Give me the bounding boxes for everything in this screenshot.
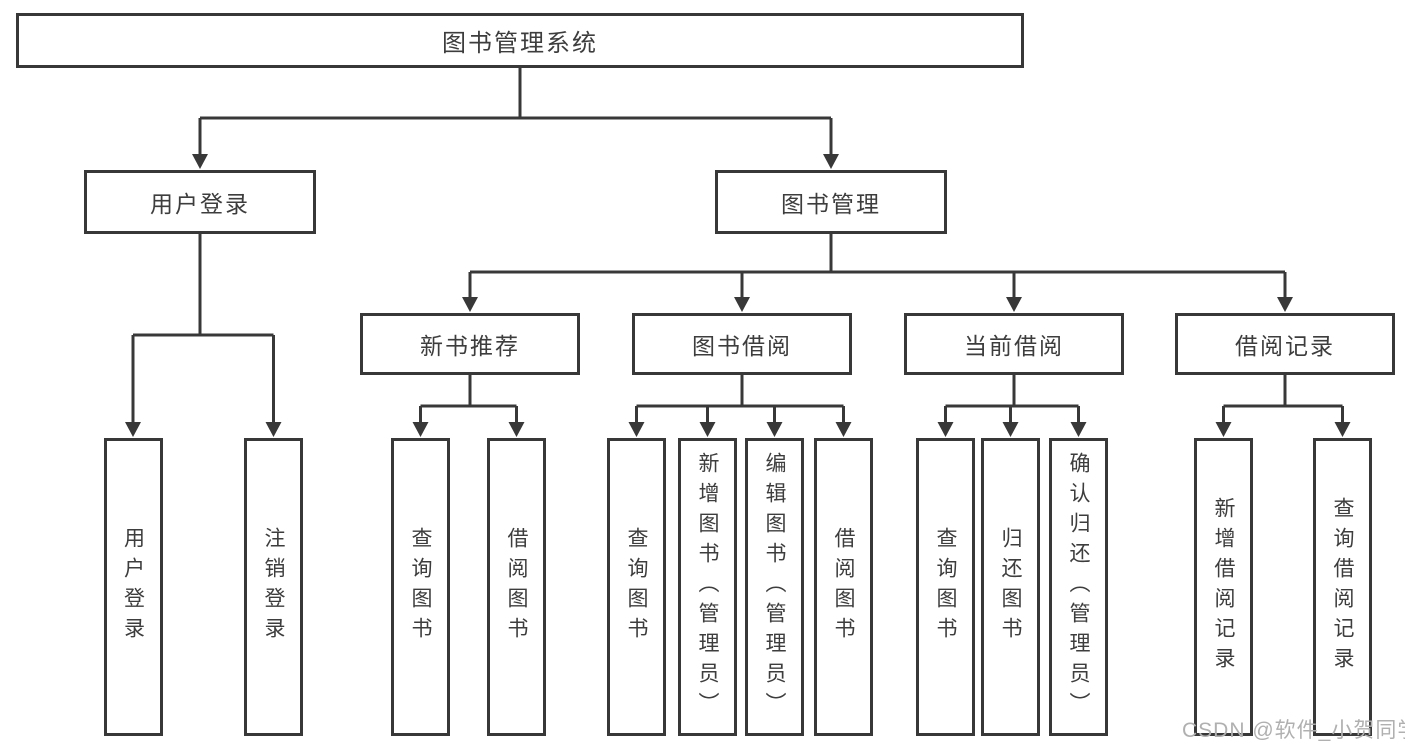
leaf-query-books-current: 查询图书 — [916, 438, 975, 736]
node-label: 借阅图书 — [505, 527, 528, 647]
node-label: 注销登录 — [262, 527, 285, 647]
node-book-management: 图书管理 — [715, 170, 947, 234]
leaf-add-books-admin: 新增图书（管理员） — [678, 438, 737, 736]
node-label: 图书借阅 — [692, 333, 792, 359]
leaf-query-borrow-record: 查询借阅记录 — [1313, 438, 1372, 736]
leaf-confirm-return-admin: 确认归还（管理员） — [1049, 438, 1108, 736]
leaf-return-books: 归还图书 — [981, 438, 1040, 736]
node-label: 查询图书 — [934, 527, 957, 647]
node-label: 查询借阅记录 — [1331, 497, 1354, 677]
node-new-book-recommend: 新书推荐 — [360, 313, 580, 375]
node-label: 借阅图书 — [832, 527, 855, 647]
node-label: 新书推荐 — [420, 333, 520, 359]
leaf-query-books-recommend: 查询图书 — [391, 438, 450, 736]
node-label: 确认归还（管理员） — [1067, 452, 1090, 722]
node-label: 编辑图书（管理员） — [763, 452, 786, 722]
leaf-user-login: 用户登录 — [103, 438, 163, 736]
node-label: 查询图书 — [625, 527, 648, 647]
node-current-borrow: 当前借阅 — [904, 313, 1124, 375]
node-label: 图书管理系统 — [442, 30, 598, 57]
node-label: 新增借阅记录 — [1212, 497, 1235, 677]
node-library-management-system: 图书管理系统 — [16, 13, 1024, 68]
node-label: 用户登录 — [150, 191, 250, 217]
node-label: 当前借阅 — [964, 333, 1064, 359]
node-label: 用户登录 — [121, 527, 145, 647]
node-label: 图书管理 — [781, 191, 881, 217]
node-borrow-records: 借阅记录 — [1175, 313, 1395, 375]
node-label: 借阅记录 — [1235, 333, 1335, 359]
leaf-edit-books-admin: 编辑图书（管理员） — [745, 438, 804, 736]
leaf-borrow-books: 借阅图书 — [814, 438, 873, 736]
node-book-borrow: 图书借阅 — [632, 313, 852, 375]
node-user-login: 用户登录 — [84, 170, 316, 234]
leaf-logout: 注销登录 — [244, 438, 303, 736]
csdn-watermark: CSDN @软件_小贺同学 — [1182, 719, 1405, 742]
node-label: 归还图书 — [999, 527, 1022, 647]
arrowheads — [125, 154, 1351, 437]
leaf-borrow-books-recommend: 借阅图书 — [487, 438, 546, 736]
node-label: 查询图书 — [409, 527, 432, 647]
node-label: 新增图书（管理员） — [696, 452, 719, 722]
leaf-add-borrow-record: 新增借阅记录 — [1194, 438, 1253, 736]
leaf-query-books-borrow: 查询图书 — [607, 438, 666, 736]
